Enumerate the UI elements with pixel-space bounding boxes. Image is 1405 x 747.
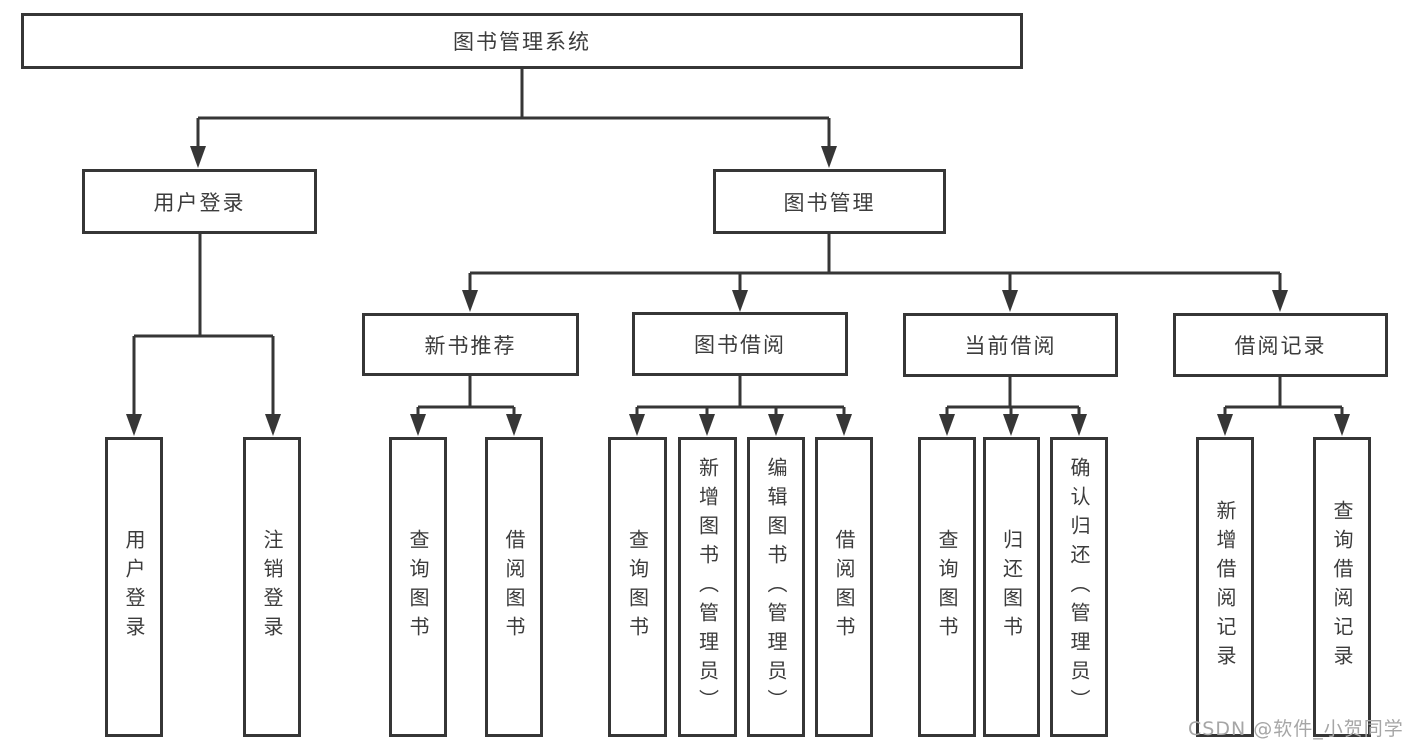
connector-path <box>132 68 1344 420</box>
leaf-borrow-books-recommend: 借阅图书 <box>485 437 543 737</box>
leaf-query-borrow-record: 查询借阅记录 <box>1313 437 1371 737</box>
node-new-book-recommend: 新书推荐 <box>362 313 579 376</box>
arrowhead <box>1334 414 1350 436</box>
arrowhead <box>732 290 748 312</box>
node-root-system: 图书管理系统 <box>21 13 1023 69</box>
leaf-confirm-return-admin: 确认归还（管理员） <box>1050 437 1108 737</box>
arrowhead <box>1217 414 1233 436</box>
arrowhead <box>506 414 522 436</box>
leaf-edit-books-admin: 编辑图书（管理员） <box>747 437 805 737</box>
arrowhead <box>126 414 142 436</box>
leaf-add-books-admin: 新增图书（管理员） <box>678 437 737 737</box>
arrowhead <box>1003 414 1019 436</box>
arrowhead <box>836 414 852 436</box>
leaf-query-books-recommend: 查询图书 <box>389 437 447 737</box>
leaf-query-books-borrow: 查询图书 <box>608 437 667 737</box>
arrowhead <box>1071 414 1087 436</box>
arrowhead <box>1272 290 1288 312</box>
arrowhead <box>410 414 426 436</box>
arrowhead <box>939 414 955 436</box>
arrowhead <box>821 146 837 168</box>
node-book-borrow: 图书借阅 <box>632 312 848 376</box>
node-borrow-records: 借阅记录 <box>1173 313 1388 377</box>
arrowhead <box>190 146 206 168</box>
node-book-management: 图书管理 <box>713 169 946 234</box>
arrowhead <box>462 290 478 312</box>
leaf-logout: 注销登录 <box>243 437 301 737</box>
arrowhead <box>768 414 784 436</box>
arrowhead <box>265 414 281 436</box>
arrowhead <box>1002 290 1018 312</box>
leaf-query-books-current: 查询图书 <box>918 437 976 737</box>
node-user-login: 用户登录 <box>82 169 317 234</box>
arrowhead <box>629 414 645 436</box>
node-current-borrow: 当前借阅 <box>903 313 1118 377</box>
leaf-add-borrow-record: 新增借阅记录 <box>1196 437 1254 737</box>
leaf-user-login: 用户登录 <box>105 437 163 737</box>
leaf-return-books: 归还图书 <box>983 437 1040 737</box>
watermark-text: CSDN @软件_小贺同学 <box>1188 718 1404 740</box>
leaf-borrow-books: 借阅图书 <box>815 437 873 737</box>
arrowhead <box>699 414 715 436</box>
